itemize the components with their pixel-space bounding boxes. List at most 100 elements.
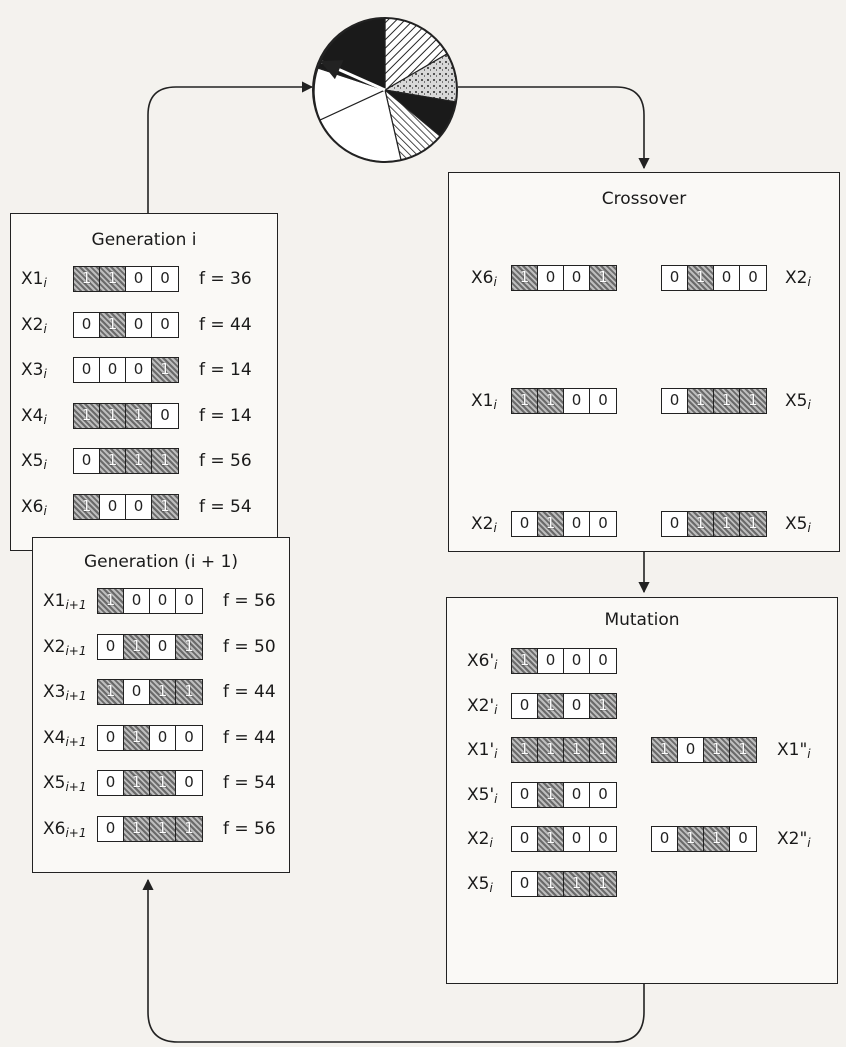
gene-1: 1 xyxy=(98,680,124,704)
chromosome-label: X6i xyxy=(471,265,497,291)
gene-1: 1 xyxy=(124,725,150,750)
fitness-value: f = 14 xyxy=(199,360,252,380)
gene-0: 0 xyxy=(74,312,100,337)
gene-1: 1 xyxy=(512,389,538,413)
gene-1: 1 xyxy=(100,449,126,473)
chromosome-label: X1i+1 xyxy=(43,588,87,614)
chromosome-subscript: i xyxy=(43,367,47,381)
gene-0: 0 xyxy=(512,782,538,807)
gene-1: 1 xyxy=(538,693,564,718)
chromosome-subscript: i xyxy=(807,275,811,289)
gene-0: 0 xyxy=(74,358,100,382)
gene-0: 0 xyxy=(564,512,590,536)
gene-1: 1 xyxy=(704,827,730,851)
gene-0: 0 xyxy=(124,589,150,613)
gene-1: 1 xyxy=(590,266,616,290)
gene-0: 0 xyxy=(740,266,766,290)
gene-0: 0 xyxy=(590,389,616,413)
chromosome-subscript: i xyxy=(489,836,493,850)
chromosome-subscript: i xyxy=(494,747,498,761)
chromosome-label: X5i xyxy=(21,448,47,474)
gene-1: 1 xyxy=(100,403,126,428)
chromosome-name: X4 xyxy=(21,405,44,426)
gene-0: 0 xyxy=(564,266,590,290)
gene-1: 1 xyxy=(564,871,590,896)
gene-1: 1 xyxy=(678,827,704,851)
chromosome-label: X2"i xyxy=(777,826,811,852)
fitness-value: f = 44 xyxy=(223,727,276,748)
chromosome-label: X5'i xyxy=(467,782,497,808)
gene-1: 1 xyxy=(714,512,740,536)
gene-0: 0 xyxy=(98,816,124,841)
gene-1: 1 xyxy=(538,782,564,807)
gene-0: 0 xyxy=(176,725,202,750)
gene-1: 1 xyxy=(74,494,100,519)
chromosome-label: X3i+1 xyxy=(43,679,87,705)
gene-1: 1 xyxy=(688,512,714,536)
chromosome-name: X1 xyxy=(21,269,44,289)
chromosome-label: X4i xyxy=(21,403,47,429)
gene-0: 0 xyxy=(126,312,152,337)
gene-0: 0 xyxy=(98,634,124,659)
chromosome-name: X2 xyxy=(471,514,494,534)
gene-0: 0 xyxy=(652,827,678,851)
chromosome-name: X6' xyxy=(467,651,495,671)
chromosome-name: X1 xyxy=(43,591,66,611)
gene-1: 1 xyxy=(74,403,100,428)
gene-1: 1 xyxy=(652,738,678,762)
panel-title: Generation (i + 1) xyxy=(83,552,239,572)
gene-0: 0 xyxy=(98,771,124,795)
chromosome-name: X5 xyxy=(43,773,66,793)
gene-0: 0 xyxy=(126,494,152,519)
chromosome-subscript: i xyxy=(807,836,811,850)
panel-title: Generation i xyxy=(91,230,197,250)
gene-0: 0 xyxy=(512,871,538,896)
fitness-value: f = 36 xyxy=(199,269,252,289)
gene-0: 0 xyxy=(730,827,756,851)
gene-0: 0 xyxy=(662,512,688,536)
chromosome-name: X1" xyxy=(777,740,808,760)
gene-0: 0 xyxy=(590,649,616,673)
chromosome-label: X3i xyxy=(21,357,47,383)
gene-0: 0 xyxy=(74,449,100,473)
panel-title: Mutation xyxy=(604,610,680,630)
chromosome-subscript: i xyxy=(494,702,498,717)
gene-1: 1 xyxy=(126,403,152,428)
chromosome-subscript: i xyxy=(43,412,47,427)
chromosome-name: X1 xyxy=(471,391,494,411)
gene-1: 1 xyxy=(150,680,176,704)
gene-0: 0 xyxy=(152,403,178,428)
gene-1: 1 xyxy=(688,266,714,290)
gene-1: 1 xyxy=(512,266,538,290)
chromosome-subscript: i xyxy=(43,458,47,472)
gene-1: 1 xyxy=(538,512,564,536)
gene-1: 1 xyxy=(740,512,766,536)
gene-0: 0 xyxy=(662,389,688,413)
gene-0: 0 xyxy=(538,266,564,290)
chromosome-subscript: i xyxy=(807,521,811,535)
gene-0: 0 xyxy=(126,358,152,382)
gene-1: 1 xyxy=(150,816,176,841)
chromosome-label: X2i xyxy=(785,265,811,291)
roulette-wheel-icon xyxy=(312,17,458,163)
gene-0: 0 xyxy=(512,512,538,536)
chromosome-subscript: i xyxy=(494,791,498,806)
gene-0: 0 xyxy=(662,266,688,290)
chromosome-name: X5' xyxy=(467,784,495,805)
gene-1: 1 xyxy=(730,738,756,762)
gene-0: 0 xyxy=(678,738,704,762)
